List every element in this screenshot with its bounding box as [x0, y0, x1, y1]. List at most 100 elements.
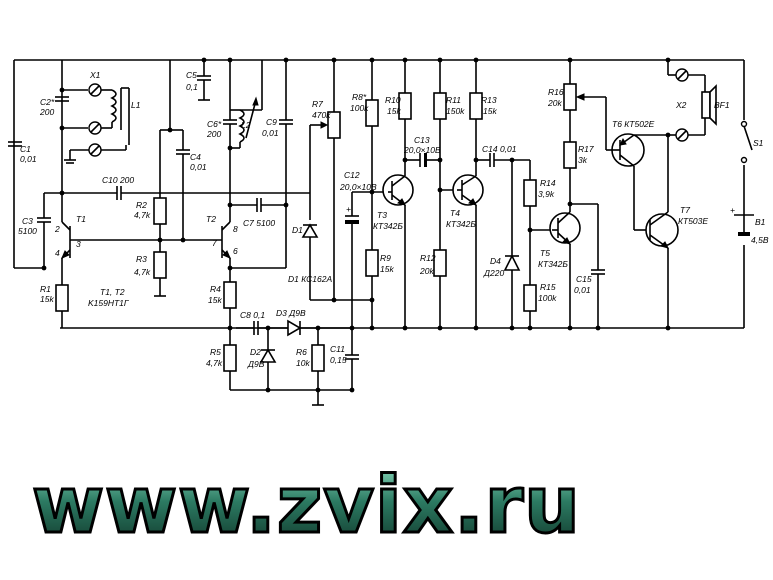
r3-label: R3 [136, 254, 147, 264]
d4-diode [503, 160, 521, 328]
r3-value: 4,7k [134, 267, 151, 277]
c2-capacitor [55, 96, 69, 102]
l2-label: L2 [241, 120, 251, 130]
r5-label: R5 [210, 347, 221, 357]
t3-label: T3 [377, 210, 387, 220]
r3-resistor [153, 251, 167, 279]
t1-pin4: 4 [55, 248, 60, 258]
c11-capacitor [345, 328, 359, 390]
c14-label: C14 0,01 [482, 144, 517, 154]
r1-resistor [55, 284, 69, 312]
r4-resistor [223, 281, 237, 309]
r11-resistor [433, 92, 447, 120]
c9-label: C9 [266, 117, 277, 127]
c12-capacitor [345, 191, 388, 240]
t5-transistor [549, 204, 581, 328]
t1-transistor [61, 193, 160, 280]
c5-value: 0,1 [186, 82, 198, 92]
r9-value: 15k [380, 264, 394, 274]
r1-value: 15k [40, 294, 54, 304]
c4-label: C4 [190, 152, 201, 162]
c5-capacitor [197, 60, 211, 101]
t2-pin7: 7 [212, 238, 217, 248]
d3-diode [287, 319, 302, 337]
c2-label: C2* [40, 97, 55, 107]
l1-label: L1 [131, 100, 141, 110]
r6-value: 10k [296, 358, 310, 368]
t6-transistor [606, 133, 668, 231]
r10-value: 15k [387, 106, 401, 116]
t1-label: T1 [76, 214, 86, 224]
c13-label: C13 [414, 135, 430, 145]
c4-capacitor [176, 149, 190, 240]
t2-pin8: 8 [233, 224, 238, 234]
c8-label: C8 0,1 [240, 310, 265, 320]
t7-transistor [645, 135, 679, 328]
c4-value: 0,01 [190, 162, 207, 172]
c3-value: 5100 [18, 226, 37, 236]
r13-label: R13 [481, 95, 497, 105]
r7-value: 470k [312, 110, 331, 120]
d2-diode [259, 328, 277, 390]
c7-capacitor [230, 198, 286, 212]
c9-value: 0,01 [262, 128, 279, 138]
t4-label: T4 [450, 208, 460, 218]
r14-value: 3,9k [538, 189, 555, 199]
c8-capacitor [236, 321, 259, 335]
r12-label: R12 [420, 253, 436, 263]
r17-resistor [563, 141, 577, 169]
r1-label: R1 [40, 284, 51, 294]
d2-label: D2 [250, 347, 261, 357]
t2-pin6: 6 [233, 246, 238, 256]
t7-value: КТ503Е [678, 216, 708, 226]
r5-resistor [223, 344, 237, 372]
r6-resistor [311, 344, 325, 372]
watermark-text: www.zvix.ru [32, 461, 581, 551]
c2-value: 200 [39, 107, 54, 117]
c14-capacitor [476, 153, 530, 167]
r6-label: R6 [296, 347, 307, 357]
c13-value: 20,0×10В [403, 145, 441, 155]
t7-label: T7 [680, 205, 690, 215]
c3-label: C3 [22, 216, 33, 226]
r15-value: 100k [538, 293, 557, 303]
c6-value: 200 [206, 129, 221, 139]
r8-label: R8* [352, 92, 367, 102]
r16-value: 20k [547, 98, 562, 108]
r14-resistor [523, 179, 537, 207]
b1-battery [734, 214, 754, 236]
c6-capacitor [223, 110, 237, 148]
circuit-schematic: C1 0,01 C2* 200 X1 L1 C3 5100 [8, 57, 769, 406]
l1-inductor [110, 87, 130, 150]
r10-resistor [398, 92, 412, 120]
r4-value: 15k [208, 295, 222, 305]
r10-label: R10 [385, 95, 401, 105]
t1t2-type: K159HT1Г [88, 298, 130, 308]
r11-value: 150k [446, 106, 465, 116]
d4-value: Д220 [483, 268, 504, 278]
d1-zener-diode [301, 223, 319, 300]
t2-transistor [221, 221, 231, 282]
c10-label: C10 200 [102, 175, 134, 185]
d3-label: D3 Д9В [276, 308, 306, 318]
r17-label: R17 [578, 144, 594, 154]
d1-full-label: D1 КС162А [288, 274, 332, 284]
t1-pin2: 2 [54, 224, 60, 234]
r7-label: R7 [312, 99, 323, 109]
power-rails [13, 59, 745, 329]
c9-capacitor [279, 60, 293, 238]
t5-label: T5 [540, 248, 550, 258]
c15-label: C15 [576, 274, 592, 284]
c12-label: C12 [344, 170, 360, 180]
r17-value: 3k [578, 155, 588, 165]
c11-label: C11 [330, 344, 345, 354]
b1-value: 4,5В [751, 235, 769, 245]
c15-value: 0,01 [574, 285, 591, 295]
r9-resistor [365, 249, 379, 277]
b1-plus: + [730, 205, 735, 215]
s1-label: S1 [753, 138, 764, 148]
bf1-label: BF1 [714, 100, 730, 110]
r2-label: R2 [136, 200, 147, 210]
c11-value: 0,15 [330, 355, 347, 365]
c1-capacitor [8, 141, 22, 147]
